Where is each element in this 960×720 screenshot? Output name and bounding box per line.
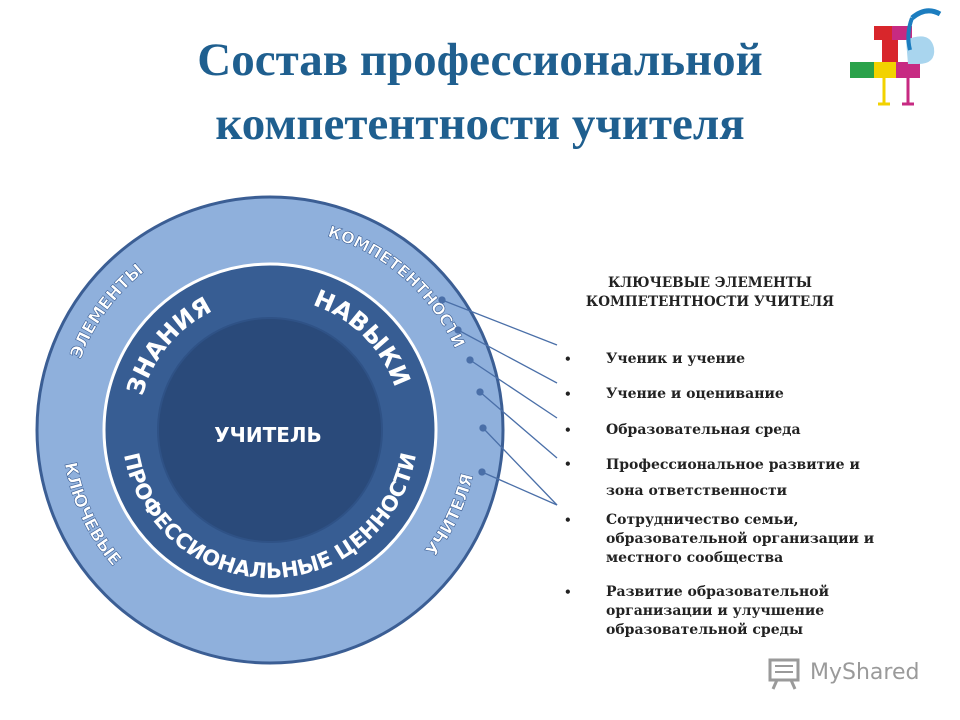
key-elements-panel: КЛЮЧЕВЫЕ ЭЛЕМЕНТЫ КОМПЕТЕНТНОСТИ УЧИТЕЛЯ bbox=[560, 274, 940, 312]
list-item-line: Ученик и учение bbox=[606, 351, 746, 367]
list-item-line: Развитие образовательной bbox=[606, 584, 830, 600]
panel-heading-line-1: КЛЮЧЕВЫЕ ЭЛЕМЕНТЫ bbox=[607, 275, 813, 291]
school-logo-icon bbox=[850, 8, 942, 106]
bullet-icon: • bbox=[564, 457, 572, 471]
presentation-board-icon bbox=[768, 658, 800, 690]
list-item-line: Профессиональное развитие и bbox=[606, 457, 860, 473]
watermark-text: MyShared bbox=[810, 660, 920, 685]
watermark: MyShared bbox=[766, 656, 936, 696]
bullet-icon: • bbox=[564, 423, 572, 437]
bullet-icon: • bbox=[564, 585, 572, 599]
list-item-line: образовательной организации и bbox=[606, 531, 875, 547]
title-line-2: компетентности учителя bbox=[215, 98, 745, 150]
panel-heading: КЛЮЧЕВЫЕ ЭЛЕМЕНТЫ КОМПЕТЕНТНОСТИ УЧИТЕЛЯ bbox=[560, 274, 860, 312]
bullet-icon: • bbox=[564, 513, 572, 527]
list-item-line: Образовательная среда bbox=[606, 422, 801, 438]
bullet-icon: • bbox=[564, 387, 572, 401]
list-item-line: местного сообщества bbox=[606, 550, 784, 566]
bullet-icon: • bbox=[564, 352, 572, 366]
list-item-line: Учение и оценивание bbox=[606, 386, 784, 402]
list-item-line: зона ответственности bbox=[606, 483, 788, 499]
list-item-line: Сотрудничество семьи, bbox=[606, 512, 799, 528]
inner-circle bbox=[157, 317, 383, 543]
slide-title: Состав профессиональной компетентности у… bbox=[100, 28, 860, 156]
list-item-line: образовательной среды bbox=[606, 622, 803, 638]
panel-heading-line-2: КОМПЕТЕНТНОСТИ УЧИТЕЛЯ bbox=[585, 294, 835, 310]
connector-lines bbox=[438, 296, 558, 506]
list-item-line: организации и улучшение bbox=[606, 603, 825, 619]
center-label: УЧИТЕЛЬ bbox=[214, 423, 321, 447]
title-line-1: Состав профессиональной bbox=[197, 34, 763, 86]
